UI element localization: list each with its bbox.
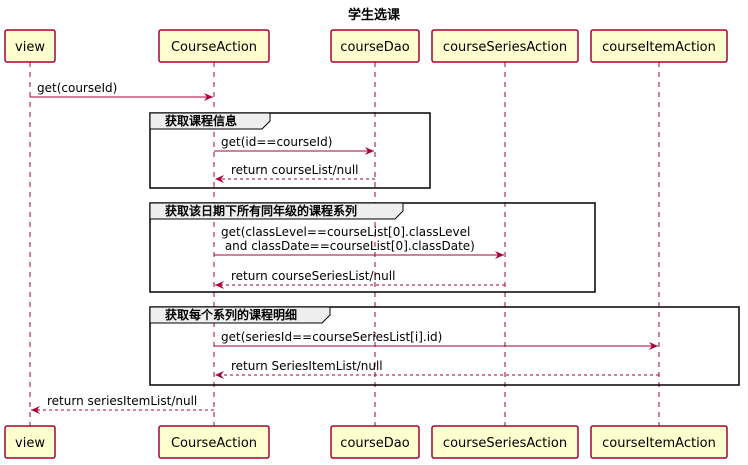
group-title: 获取该日期下所有同年级的课程系列 (164, 203, 357, 218)
message-label: return seriesItemList/null (47, 394, 197, 408)
message-label: get(id==courseId) (221, 135, 332, 149)
message-label: return courseList/null (231, 163, 359, 177)
message-label: get(seriesId==courseSeriesList[i].id) (221, 330, 442, 344)
participant-label: courseItemAction (602, 436, 716, 451)
participant-label: view (15, 40, 45, 55)
group-title-tab (149, 202, 404, 220)
message-label: get(courseId) (37, 81, 117, 95)
message-label: return courseSeriesList/null (231, 269, 395, 283)
group-fetch-series-items: 获取每个系列的课程明细 get(seriesId==courseSeriesLi… (149, 306, 740, 386)
group-title: 获取课程信息 (164, 113, 237, 128)
participant-label: courseSeriesAction (443, 436, 567, 451)
message-label: return SeriesItemList/null (231, 359, 383, 373)
group-fetch-course-series: 获取该日期下所有同年级的课程系列 get(classLevel==courseL… (149, 202, 596, 293)
participant-label: CourseAction (171, 436, 257, 451)
message-return-series-item-list: return seriesItemList/null (31, 394, 214, 414)
participant-view-bottom: view (4, 425, 56, 459)
participant-view-top: view (4, 29, 56, 63)
group-title-tab (149, 112, 271, 130)
participant-course-dao-bottom: courseDao (330, 425, 420, 459)
diagram-title: 学生选课 (348, 7, 401, 23)
participant-label: view (15, 436, 45, 451)
group-fetch-course-info: 获取课程信息 get(id==courseId) return courseLi… (149, 112, 431, 189)
participant-label: courseItemAction (602, 40, 716, 55)
group-title-tab (149, 306, 331, 324)
group-frame (149, 112, 431, 189)
message-label: and classDate==courseList[0].classDate) (221, 239, 475, 253)
participant-label: courseDao (340, 436, 409, 451)
participant-course-item-action-top: courseItemAction (590, 29, 728, 63)
message-get-course-id: get(courseId) (30, 81, 213, 101)
participant-label: courseDao (340, 40, 409, 55)
participant-course-item-action-bottom: courseItemAction (590, 425, 728, 459)
group-title: 获取每个系列的课程明细 (164, 307, 297, 322)
message-label: get(classLevel==courseList[0].classLevel (221, 225, 470, 239)
participant-label: CourseAction (171, 40, 257, 55)
participant-course-series-action-top: courseSeriesAction (431, 29, 579, 63)
group-frame (149, 306, 740, 386)
participant-course-action-bottom: CourseAction (158, 425, 270, 459)
participant-course-series-action-bottom: courseSeriesAction (431, 425, 579, 459)
participant-course-dao-top: courseDao (330, 29, 420, 63)
participant-course-action-top: CourseAction (158, 29, 270, 63)
participant-label: courseSeriesAction (443, 40, 567, 55)
